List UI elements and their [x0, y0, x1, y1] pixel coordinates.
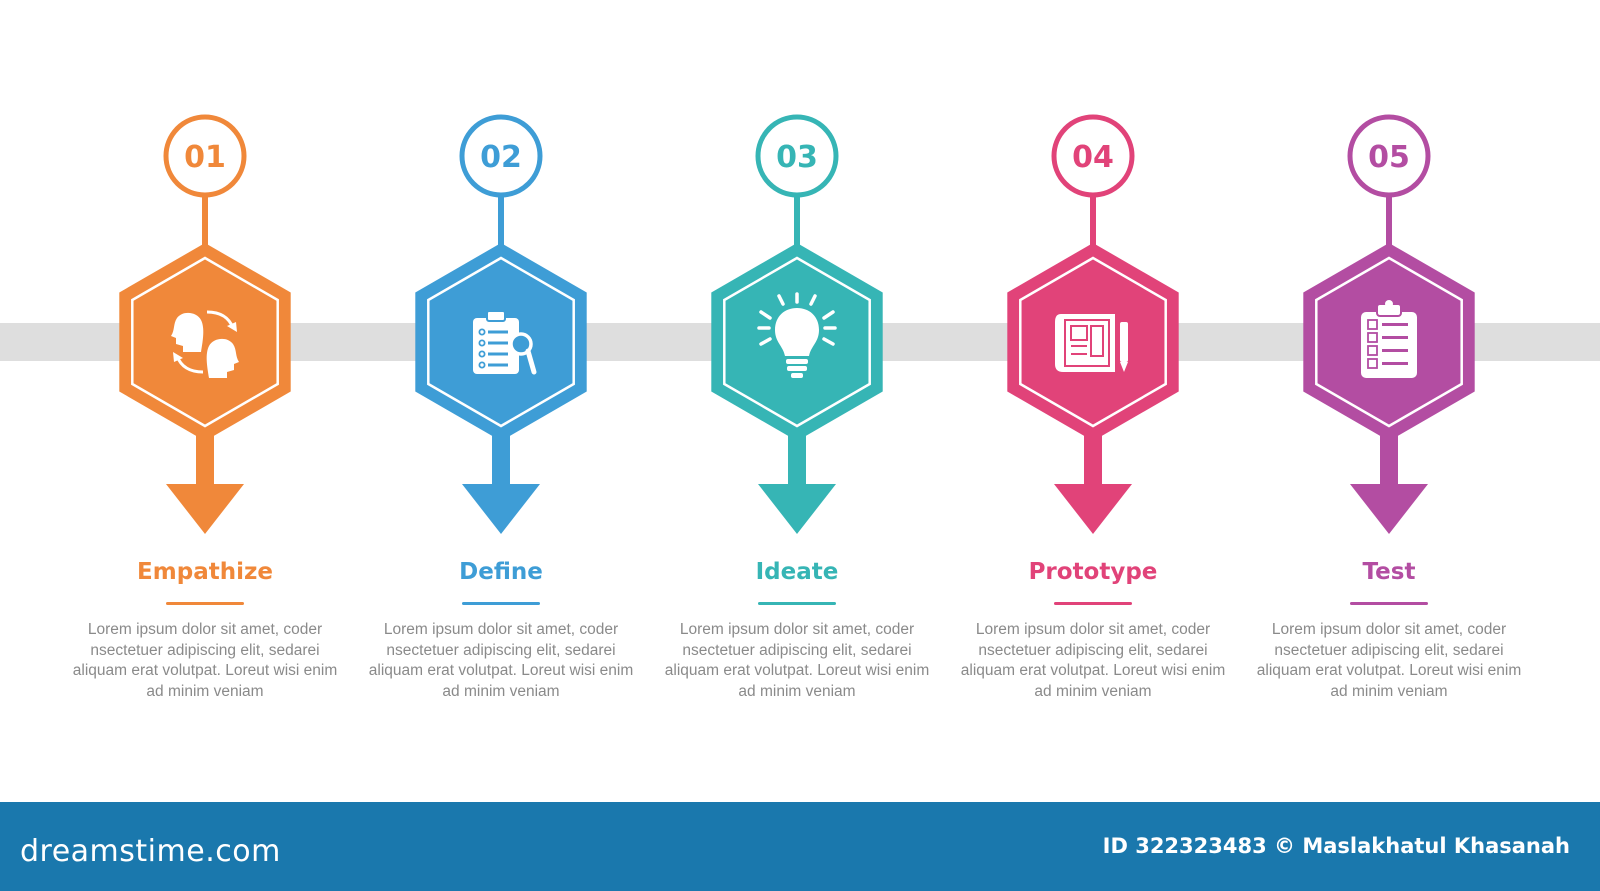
step-5-number-badge [1347, 114, 1431, 198]
step-1-underline [166, 602, 244, 605]
step-4-underline [1054, 602, 1132, 605]
clipboard-magnifier-icon [473, 310, 537, 375]
step-4-number: 04 [1072, 140, 1114, 175]
footer-bar [0, 802, 1600, 891]
step-1-number-badge [163, 114, 247, 198]
step-3: 03 [711, 114, 883, 534]
step-3-underline [758, 602, 836, 605]
step-1-description: Lorem ipsum dolor sit amet, coder nsecte… [72, 621, 338, 700]
step-4-connector [1090, 196, 1096, 246]
step-1-arrow-shaft [196, 430, 214, 485]
step-4: 04 [1007, 114, 1179, 534]
step-5-number: 05 [1368, 140, 1410, 175]
step-2: 02 [415, 114, 587, 534]
lightbulb-icon [757, 292, 837, 378]
head-exchange-icon [171, 310, 239, 378]
step-3-number: 03 [776, 140, 818, 175]
image-credit: ID 322323483 © Maslakhatul Khasanah [1102, 834, 1570, 858]
step-1-arrow-head [166, 484, 244, 534]
process-diagram: 01 02 03 04 05 [0, 114, 1600, 534]
step-2-arrow-head [462, 484, 540, 534]
blueprint-pencil-icon [1055, 314, 1128, 372]
step-5-description: Lorem ipsum dolor sit amet, coder nsecte… [1256, 621, 1522, 700]
step-3-description: Lorem ipsum dolor sit amet, coder nsecte… [664, 621, 930, 700]
step-3-connector [794, 196, 800, 246]
step-4-hexagon-outline [1019, 256, 1167, 428]
step-5-title: Test [1362, 559, 1416, 585]
step-2-number: 02 [480, 140, 522, 175]
step-2-underline [462, 602, 540, 605]
step-3-title: Ideate [755, 559, 839, 585]
step-1-title: Empathize [137, 559, 273, 585]
step-2-title: Define [459, 559, 543, 585]
step-4-arrow-shaft [1084, 430, 1102, 485]
step-2-hexagon-outline [427, 256, 575, 428]
step-3-hexagon-outline [723, 256, 871, 428]
step-4-arrow-head [1054, 484, 1132, 534]
step-5-connector [1386, 196, 1392, 246]
site-logo[interactable]: dreamstime.com [20, 834, 281, 869]
step-1: 01 [119, 114, 291, 534]
step-2-connector [498, 196, 504, 246]
step-3-arrow-head [758, 484, 836, 534]
step-1-number: 01 [184, 140, 226, 175]
step-5-arrow-head [1350, 484, 1428, 534]
step-5-hexagon-outline [1315, 256, 1463, 428]
step-4-description: Lorem ipsum dolor sit amet, coder nsecte… [960, 621, 1226, 700]
step-5-arrow-shaft [1380, 430, 1398, 485]
step-1-connector [202, 196, 208, 246]
checklist-icon [1361, 300, 1417, 378]
step-2-description: Lorem ipsum dolor sit amet, coder nsecte… [368, 621, 634, 700]
step-1-hexagon-outline [131, 256, 279, 428]
step-2-number-badge [459, 114, 543, 198]
step-3-number-badge [755, 114, 839, 198]
step-5: 05 [1303, 114, 1475, 534]
step-3-arrow-shaft [788, 430, 806, 485]
step-5-underline [1350, 602, 1428, 605]
step-1-hexagon [119, 243, 291, 441]
step-4-number-badge [1051, 114, 1135, 198]
step-4-title: Prototype [1028, 559, 1158, 585]
step-2-arrow-shaft [492, 430, 510, 485]
